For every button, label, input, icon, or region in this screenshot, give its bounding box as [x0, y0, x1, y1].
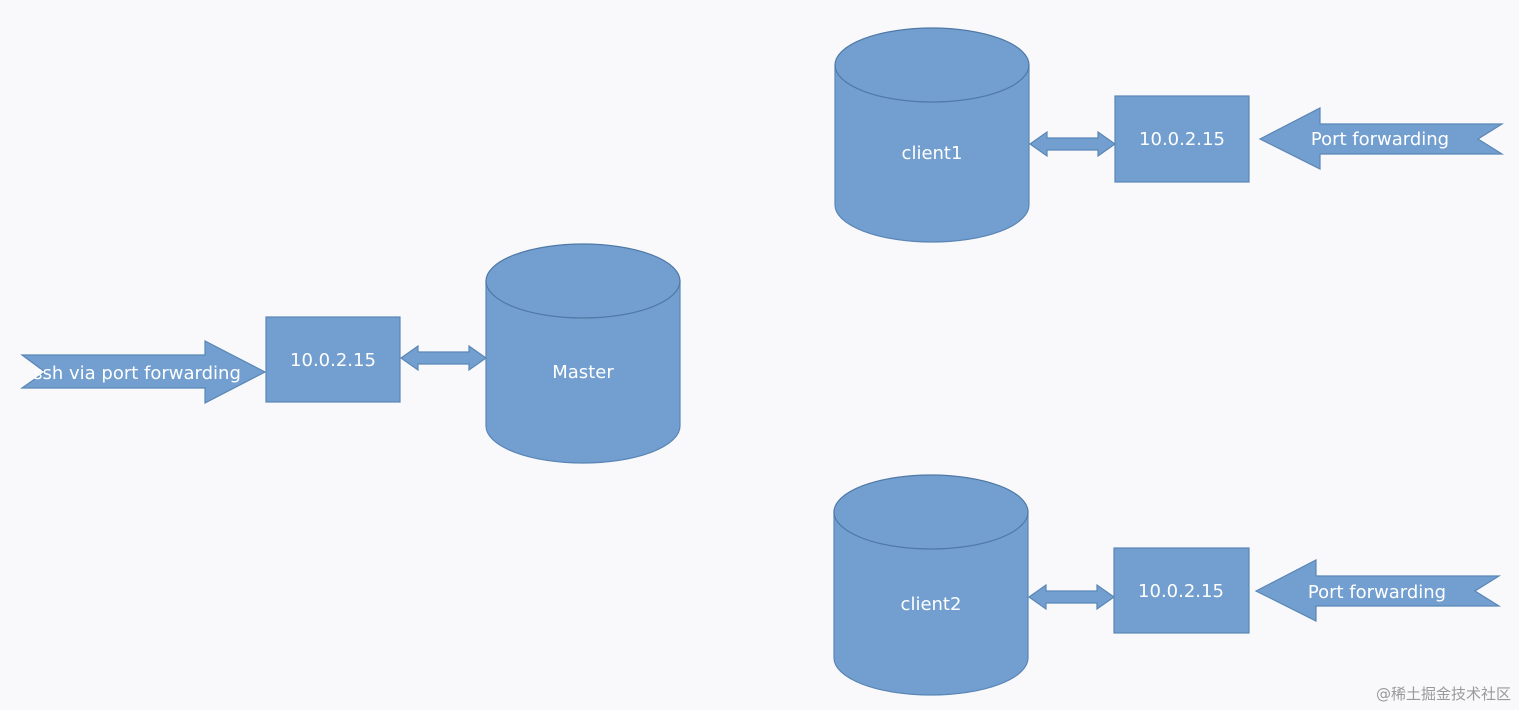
client2-ip-box: 10.0.2.15: [1113, 547, 1250, 634]
master-label: Master: [552, 362, 614, 383]
master-database-icon: Master: [485, 243, 681, 464]
client1-double-arrow: [1028, 130, 1117, 158]
client1-label: client1: [902, 143, 963, 164]
master-input-arrow-label: ssh via port forwarding: [33, 363, 241, 384]
master-double-arrow: [399, 344, 488, 372]
client1-ip-label: 10.0.2.15: [1139, 129, 1225, 150]
client2-input-arrow-label: Port forwarding: [1308, 582, 1446, 603]
client2-input-arrow: Port forwarding: [1254, 559, 1502, 622]
watermark: @稀土掘金技术社区: [1375, 685, 1511, 703]
client2-double-arrow: [1027, 583, 1116, 611]
client2-database-icon: client2: [833, 474, 1029, 696]
client1-input-arrow: Port forwarding: [1258, 107, 1505, 170]
client2-ip-label: 10.0.2.15: [1138, 581, 1224, 602]
client1-input-arrow-label: Port forwarding: [1311, 129, 1449, 150]
master-ip-label: 10.0.2.15: [290, 350, 376, 371]
client2-label: client2: [901, 594, 962, 615]
master-ip-box: 10.0.2.15: [265, 316, 401, 403]
master-input-arrow: ssh via port forwarding: [20, 340, 267, 404]
client1-database-icon: client1: [834, 27, 1030, 243]
client1-ip-box: 10.0.2.15: [1114, 95, 1250, 183]
